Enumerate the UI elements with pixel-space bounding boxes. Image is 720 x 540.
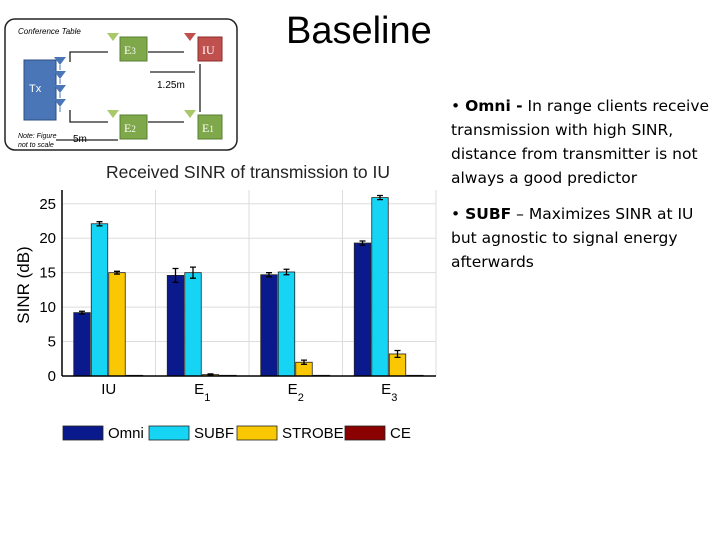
bar-subf: [371, 197, 389, 377]
sinr-bar-chart: Received SINR of transmission to IU SINR…: [14, 162, 437, 442]
bullet-item: • Omni - In range clients receive transm…: [451, 97, 710, 187]
diagram-note: Note: Figure not to scale: [18, 133, 58, 149]
tx-box: [23, 59, 57, 121]
error-bar: [359, 240, 366, 246]
bar-strobe: [108, 272, 126, 377]
y-axis-label: SINR (dB): [14, 246, 33, 323]
distance-label-a: 1.25m: [157, 80, 185, 91]
x-tick-label: E3: [381, 381, 397, 404]
bullet-list: • Omni - In range clients receive transm…: [451, 94, 716, 286]
legend-swatch: [344, 425, 386, 441]
y-tick-label: 0: [48, 368, 56, 385]
error-bar: [377, 194, 383, 201]
bar-subf: [90, 223, 109, 377]
bullet-text: In range clients receive transmission wi…: [451, 97, 710, 187]
error-bar: [394, 349, 401, 359]
bullet-text: – Maximizes SINR at IU but agnostic to s…: [451, 205, 694, 271]
legend-label: SUBF: [194, 425, 234, 442]
diagram-table-label: Conference Table: [18, 27, 81, 36]
bullet-term: Omni -: [465, 97, 523, 115]
node-iu: IU: [184, 33, 223, 62]
y-tick-label: 10: [39, 299, 56, 316]
legend-swatch: [148, 425, 190, 441]
antenna-icon: [107, 110, 119, 118]
error-bar: [114, 270, 120, 275]
error-bar: [172, 267, 179, 283]
legend-swatch: [236, 425, 278, 441]
antenna-icon: [184, 110, 196, 118]
antenna-icon: [184, 33, 196, 41]
y-tick-label: 25: [39, 196, 56, 213]
bar-omni: [353, 242, 372, 377]
distance-label-b: 5m: [73, 134, 87, 145]
error-bars: [79, 194, 401, 376]
bar-omni: [260, 274, 278, 377]
bar-omni: [73, 312, 91, 377]
y-tick-label: 5: [48, 334, 56, 351]
error-bar: [96, 221, 103, 227]
antenna-icon: [107, 33, 119, 41]
node-e1: E1: [184, 110, 223, 140]
legend: Omni SUBF STROBE CE: [62, 425, 411, 442]
tx-label: Tx: [29, 83, 42, 95]
x-tick-label: E2: [288, 381, 304, 404]
setup-diagram: Conference Table Tx E3 IU E2 E1 1.25m 5: [4, 18, 238, 151]
bars: [73, 197, 424, 377]
x-tick-labels: IU E1 E2 E3: [101, 381, 397, 404]
slide-title: Baseline: [286, 10, 432, 52]
legend-label: Omni: [108, 425, 144, 442]
legend-swatch: [62, 425, 104, 441]
tx-antenna-array: [54, 57, 66, 112]
error-bar: [190, 266, 196, 279]
bullet-item: • SUBF – Maximizes SINR at IU but agnost…: [451, 205, 694, 271]
bar-subf: [184, 272, 202, 377]
legend-label: STROBE: [282, 425, 344, 442]
error-bar: [283, 268, 290, 276]
y-tick-labels: 0 5 10 15 20 25: [39, 196, 56, 385]
node-label: E1: [202, 121, 214, 135]
node-label: IU: [202, 43, 215, 57]
x-tick-label: E1: [194, 381, 210, 404]
node-e2: E2: [107, 110, 148, 140]
node-label: E3: [124, 43, 136, 57]
bullet-term: SUBF: [465, 205, 512, 223]
error-bar: [301, 359, 307, 365]
bar-subf: [277, 271, 296, 377]
node-label: E2: [124, 121, 136, 135]
bar-omni: [166, 275, 185, 377]
error-bar: [79, 310, 85, 315]
error-bar: [266, 272, 272, 278]
legend-label: CE: [390, 425, 411, 442]
x-tick-label: IU: [101, 381, 116, 398]
node-e3: E3: [107, 33, 148, 62]
y-tick-label: 15: [39, 265, 56, 282]
chart-title: Received SINR of transmission to IU: [106, 162, 390, 182]
y-tick-label: 20: [39, 230, 56, 247]
diagram-lines: [56, 51, 201, 141]
